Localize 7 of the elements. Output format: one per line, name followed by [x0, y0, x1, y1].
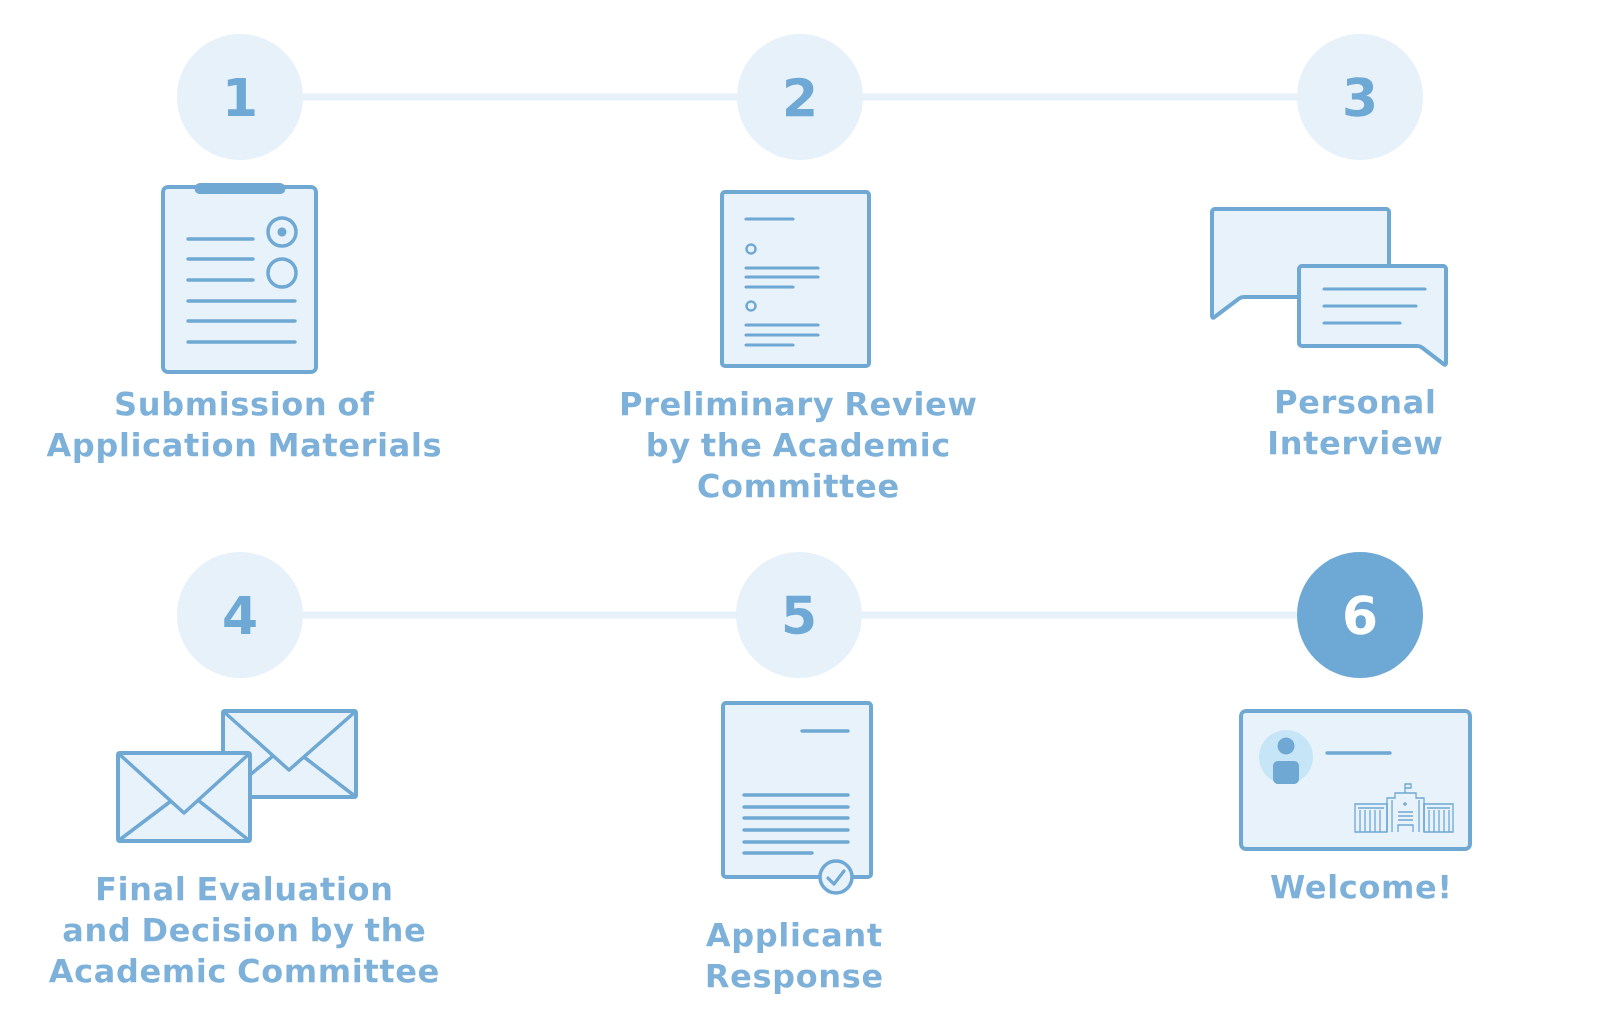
step-label: Welcome!	[1271, 874, 1448, 899]
connector-line	[863, 93, 1297, 101]
connector-line	[862, 611, 1297, 619]
connector-line	[303, 93, 737, 101]
step-label: Applicant Response	[706, 922, 882, 994]
connector-line	[303, 611, 736, 619]
step-label: Final Evaluation and Decision by the Academic Committee	[48, 876, 438, 983]
